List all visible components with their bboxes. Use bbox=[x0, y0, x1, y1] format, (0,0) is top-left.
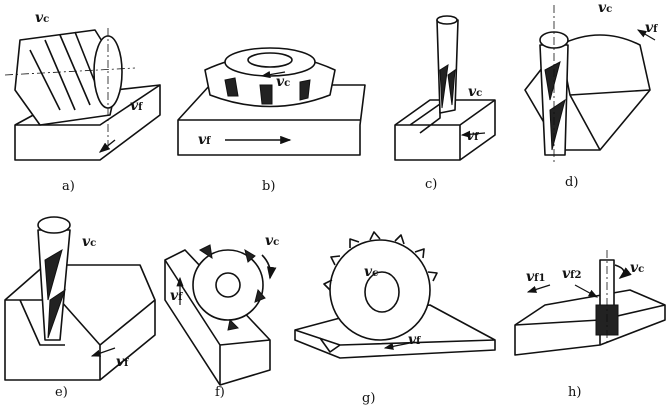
vc-label: vc bbox=[265, 233, 279, 249]
vf-label: vf bbox=[170, 288, 183, 304]
vf-label: vf bbox=[408, 332, 421, 348]
vf1-label: vf1 bbox=[526, 269, 545, 285]
vc-label: vc bbox=[630, 260, 644, 276]
vf-label: vf bbox=[116, 354, 129, 370]
cylindrical-cutter bbox=[14, 29, 121, 126]
panel-d-end-mill-side: vc vf d) bbox=[524, 0, 658, 190]
vf-label: vf bbox=[466, 128, 479, 144]
caption-d: d) bbox=[565, 175, 578, 190]
caption-e: e) bbox=[55, 385, 68, 400]
panel-g-saw-milling: vc vf g) bbox=[294, 231, 496, 406]
caption-f: f) bbox=[215, 385, 225, 400]
vc-label: vc bbox=[35, 10, 49, 26]
vc-label: vc bbox=[276, 74, 290, 90]
caption-h: h) bbox=[568, 385, 581, 400]
vc-label: vc bbox=[598, 0, 612, 16]
workpiece bbox=[514, 289, 666, 356]
vc-label: vc bbox=[82, 234, 96, 250]
panel-c-end-milling: vc vf c) bbox=[394, 15, 496, 192]
vc-label: vc bbox=[468, 84, 482, 100]
workpiece bbox=[14, 84, 161, 161]
panel-b-face-milling: vc vf b) bbox=[177, 47, 366, 194]
vf2-label: vf2 bbox=[562, 266, 581, 282]
vf-label: vf bbox=[645, 20, 658, 36]
vc-label: vc bbox=[364, 264, 378, 280]
caption-a: a) bbox=[62, 179, 75, 194]
workpiece bbox=[394, 99, 496, 161]
panel-f-form-milling: vc vf f) bbox=[164, 233, 279, 400]
panel-e-slot-milling: vc vf e) bbox=[4, 216, 156, 400]
vf-label: vf bbox=[198, 132, 211, 148]
vf-label: vf bbox=[130, 98, 143, 114]
caption-g: g) bbox=[362, 391, 375, 406]
caption-c: c) bbox=[425, 177, 437, 192]
panel-h-contour-milling: vc vf1 vf2 h) bbox=[514, 250, 666, 400]
caption-b: b) bbox=[262, 179, 275, 194]
panel-a-slab-milling: vc vf a) bbox=[4, 10, 161, 194]
